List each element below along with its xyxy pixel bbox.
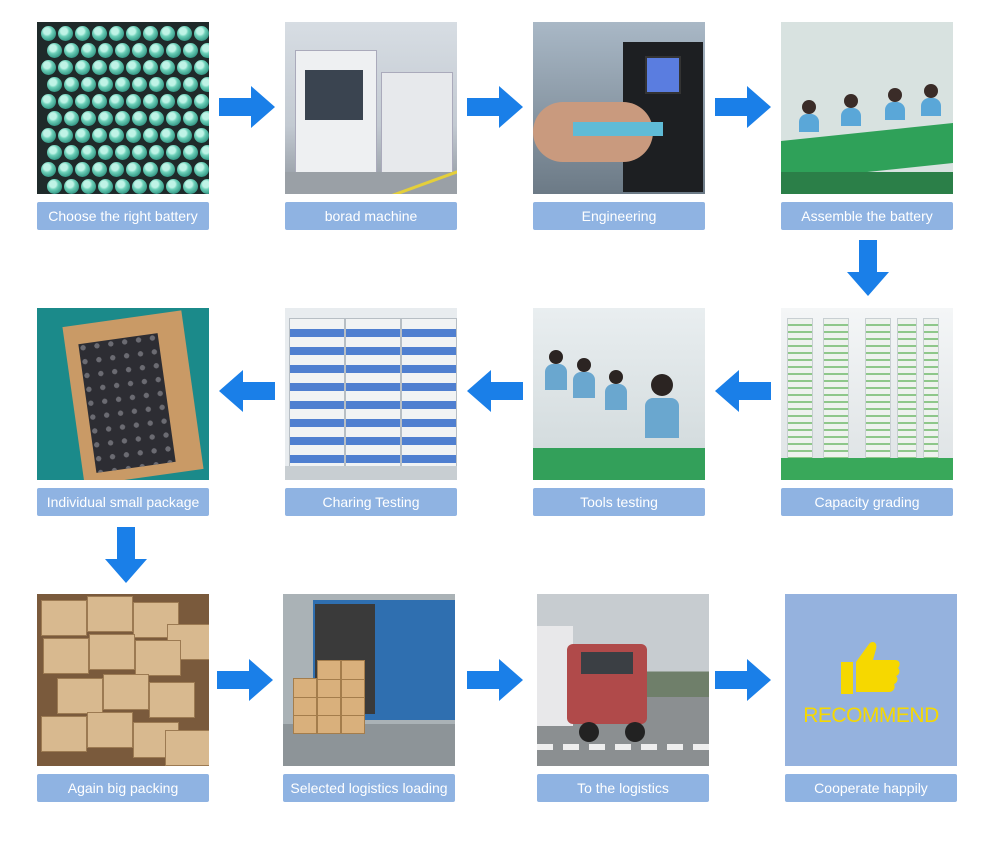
step-label: Tools testing [533, 488, 705, 516]
step-to-logistics: To the logistics [537, 594, 709, 802]
step-assemble: Assemble the battery [781, 22, 953, 230]
charging-testing-cabinets-photo [285, 308, 457, 480]
step-label: Cooperate happily [785, 774, 957, 802]
step-big-packing: Again big packing [37, 594, 209, 802]
step-tools-testing: Tools testing [533, 308, 705, 516]
step-label: Individual small package [37, 488, 209, 516]
step-choose-battery: Choose the right battery [37, 22, 209, 230]
recommend-thumb-graphic: RECOMMEND [785, 594, 957, 766]
engineering-photo [533, 22, 705, 194]
step-cooperate: RECOMMEND Cooperate happily [785, 594, 957, 802]
step-charging-testing: Charing Testing [285, 308, 457, 516]
step-label: Capacity grading [781, 488, 953, 516]
arrow-right-icon [715, 659, 771, 701]
arrow-down-icon [105, 527, 147, 583]
step-engineering: Engineering [533, 22, 705, 230]
arrow-down-icon [847, 240, 889, 296]
step-label: borad machine [285, 202, 457, 230]
arrow-left-icon [715, 370, 771, 412]
arrow-right-icon [467, 86, 523, 128]
battery-cells-photo [37, 22, 209, 194]
small-package-box-photo [37, 308, 209, 480]
step-label: Choose the right battery [37, 202, 209, 230]
tools-testing-workers-photo [533, 308, 705, 480]
step-capacity-grading: Capacity grading [781, 308, 953, 516]
step-label: To the logistics [537, 774, 709, 802]
step-logistics-loading: Selected logistics loading [283, 594, 455, 802]
cartons-photo [37, 594, 209, 766]
step-label: Assemble the battery [781, 202, 953, 230]
recommend-text: RECOMMEND [803, 704, 939, 727]
capacity-grading-racks-photo [781, 308, 953, 480]
arrow-left-icon [219, 370, 275, 412]
logistics-truck-photo [537, 594, 709, 766]
step-small-package: Individual small package [37, 308, 209, 516]
assembly-line-photo [781, 22, 953, 194]
truck-loading-photo [283, 594, 455, 766]
board-machine-photo [285, 22, 457, 194]
arrow-left-icon [467, 370, 523, 412]
arrow-right-icon [715, 86, 771, 128]
thumbs-up-icon [841, 641, 900, 694]
step-board-machine: borad machine [285, 22, 457, 230]
arrow-right-icon [217, 659, 273, 701]
step-label: Engineering [533, 202, 705, 230]
arrow-right-icon [467, 659, 523, 701]
step-label: Charing Testing [285, 488, 457, 516]
step-label: Selected logistics loading [283, 774, 455, 802]
step-label: Again big packing [37, 774, 209, 802]
arrow-right-icon [219, 86, 275, 128]
